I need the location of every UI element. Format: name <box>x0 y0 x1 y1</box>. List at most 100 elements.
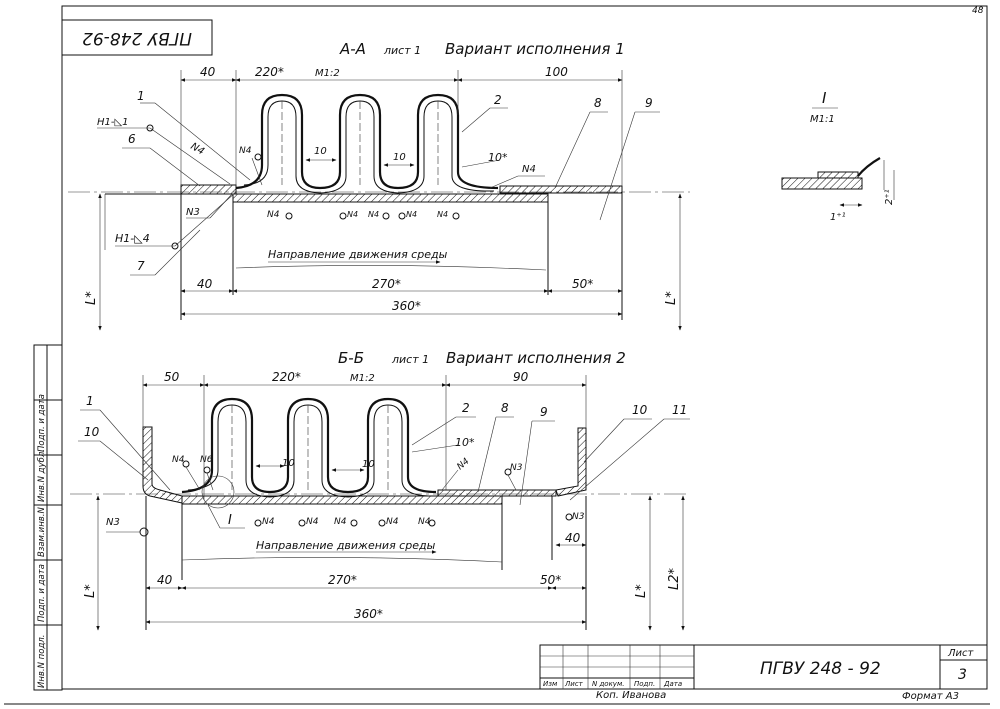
view-b-weld-n4: N4 <box>172 455 185 465</box>
view-b-b: Б-Б лист 1 Вариант исполнения 2 М1:2 50 … <box>70 349 690 631</box>
view-a-weld-h1-top: Н1-◺1 <box>97 117 129 128</box>
sheet-corner-number: 48 <box>972 6 984 16</box>
view-b-callout-2: 2 <box>462 401 470 415</box>
margin-podp-data-1: Подп. и дата <box>37 564 47 622</box>
view-b-dim-bottom-right: 50* <box>540 573 561 587</box>
view-b-pitch-2: 10 <box>362 459 375 470</box>
view-b-weld-n4-1: N4 <box>262 517 275 527</box>
view-a-callout-2: 2 <box>494 93 502 107</box>
view-b-callout-8: 8 <box>501 401 509 415</box>
view-b-weld-n6: N6 <box>200 455 213 465</box>
view-a-sheet-ref: лист 1 <box>383 44 421 57</box>
view-b-dim-overall: 360* <box>354 607 383 621</box>
view-b-pitch-1: 10 <box>282 458 295 469</box>
view-a-left-pipe <box>180 184 237 195</box>
view-a-weld-n4-5: N4 <box>406 210 417 219</box>
sheet-border <box>61 5 988 690</box>
view-b-inner-sleeve <box>181 495 503 505</box>
view-b-dim-top-mid: 220* <box>272 370 301 384</box>
title-designation: ПГВУ 248 - 92 <box>760 659 881 679</box>
view-a-weld-n4-4: N4 <box>368 210 379 219</box>
view-a-callout-9: 9 <box>645 96 653 110</box>
view-a-dim-top-mid: 220* <box>255 65 284 79</box>
view-b-dim-top-left: 50 <box>164 370 180 384</box>
sheet-format: Формат А3 <box>902 691 959 702</box>
view-b-right-flange <box>555 427 587 497</box>
view-b-weld-n3-right-bottom: N3 <box>572 512 585 522</box>
left-margin-strip: Инв.N подл. Подп. и дата Взам.инв.N Инв.… <box>33 344 63 691</box>
detail-i-scale: М1:1 <box>810 114 835 125</box>
view-a-callout-1: 1 <box>137 89 145 103</box>
mirrored-stamp: ПГВУ 248-92 <box>61 19 213 56</box>
view-a-weld-n4-1: N4 <box>239 146 252 156</box>
view-a-dim-overall: 360* <box>392 299 421 313</box>
view-b-dim-bottom-mid: 270* <box>328 573 357 587</box>
view-b-callout-10-right: 10 <box>632 403 648 417</box>
view-a-title: А-А <box>339 40 366 58</box>
view-a-weld-h1-bottom: Н1-◺4 <box>115 232 150 245</box>
view-a-weld-n4-3: N4 <box>347 210 358 219</box>
view-b-callout-9: 9 <box>540 405 548 419</box>
view-b-dim-bottom-left: 40 <box>157 573 173 587</box>
view-a-callout-8: 8 <box>594 96 602 110</box>
view-b-flow-direction: Направление движения среды <box>256 539 436 552</box>
view-a-callout-7: 7 <box>137 259 145 273</box>
view-b-left-flange <box>142 426 183 504</box>
view-b-side-L: L* <box>83 584 98 598</box>
title-header-data: Дата <box>663 680 682 688</box>
mirrored-stamp-text: ПГВУ 248-92 <box>82 28 192 48</box>
view-b-side-L-right: L* <box>634 584 649 598</box>
view-a-dim-bottom-right: 50* <box>572 277 593 291</box>
view-a-dim-bottom-mid: 270* <box>372 277 401 291</box>
view-b-detail-ref: I <box>228 513 232 528</box>
title-sheet-label: Лист <box>947 648 975 659</box>
margin-inv-dubl: Инв.N дубл. <box>37 449 47 502</box>
view-b-weld-n4-2: N4 <box>306 517 319 527</box>
view-a-right-pipe <box>499 185 623 194</box>
view-a-dim-top-left: 40 <box>200 65 216 79</box>
view-b-weld-n4-5: N4 <box>418 517 431 527</box>
view-a-weld-n4-lead: N4 <box>189 141 206 157</box>
view-b-weld-n3-right-top: N3 <box>510 463 523 473</box>
title-block: Изм Лист N докум. Подп. Дата ПГВУ 248 - … <box>539 644 988 690</box>
title-sheet-number: 3 <box>958 667 967 683</box>
view-b-sheet-ref: лист 1 <box>391 353 429 366</box>
title-header-podp: Подп. <box>634 680 655 688</box>
margin-vzam-inv: Взам.инв.N <box>37 507 47 557</box>
title-header-list: Лист <box>564 680 584 688</box>
margin-inv-podl: Инв.N подл. <box>37 635 47 688</box>
detail-i-title: I <box>822 89 827 107</box>
view-a-weld-n4-7: N4 <box>522 164 536 175</box>
detail-i: I М1:1 2⁺¹ 1⁺¹ <box>781 89 895 223</box>
view-a-scale: М1:2 <box>315 68 340 79</box>
copied-by: Коп. Иванова <box>596 690 666 701</box>
view-a-variant: Вариант исполнения 1 <box>445 40 625 58</box>
view-a-dim-bottom-left: 40 <box>197 277 213 291</box>
title-header-ndokum: N докум. <box>592 680 624 688</box>
view-b-bellows <box>181 397 437 494</box>
view-b-pitch-3: 10* <box>455 436 475 449</box>
view-a-dim-top-right: 100 <box>545 65 568 79</box>
view-a-weld-n4-2: N4 <box>267 210 280 220</box>
view-b-callout-1: 1 <box>86 394 94 408</box>
view-a-weld-n4-6: N4 <box>437 210 448 219</box>
view-b-callout-11: 11 <box>672 403 687 417</box>
view-b-weld-n4-4: N4 <box>386 517 399 527</box>
view-b-weld-n4-3: N4 <box>334 517 347 527</box>
view-b-weld-n3-left: N3 <box>106 517 120 528</box>
view-a-side-L: L* <box>84 291 99 305</box>
view-b-dim-right-40: 40 <box>565 531 581 545</box>
view-a-pitch-1: 10 <box>314 146 327 157</box>
view-b-dim-top-right: 90 <box>513 370 529 384</box>
view-b-right-pipe <box>437 489 557 497</box>
detail-i-dim-left: 1⁺¹ <box>830 212 846 223</box>
view-a-callout-6: 6 <box>128 132 136 146</box>
view-b-side-L2: L2* <box>667 567 682 590</box>
view-b-weld-n4-right: N4 <box>456 456 472 472</box>
view-b-callout-10-left: 10 <box>84 425 100 439</box>
detail-i-dim-right: 2⁺¹ <box>884 189 895 205</box>
view-b-variant: Вариант исполнения 2 <box>446 349 626 367</box>
view-b-title: Б-Б <box>338 349 364 367</box>
view-a-flow-direction: Направление движения среды <box>268 248 448 261</box>
